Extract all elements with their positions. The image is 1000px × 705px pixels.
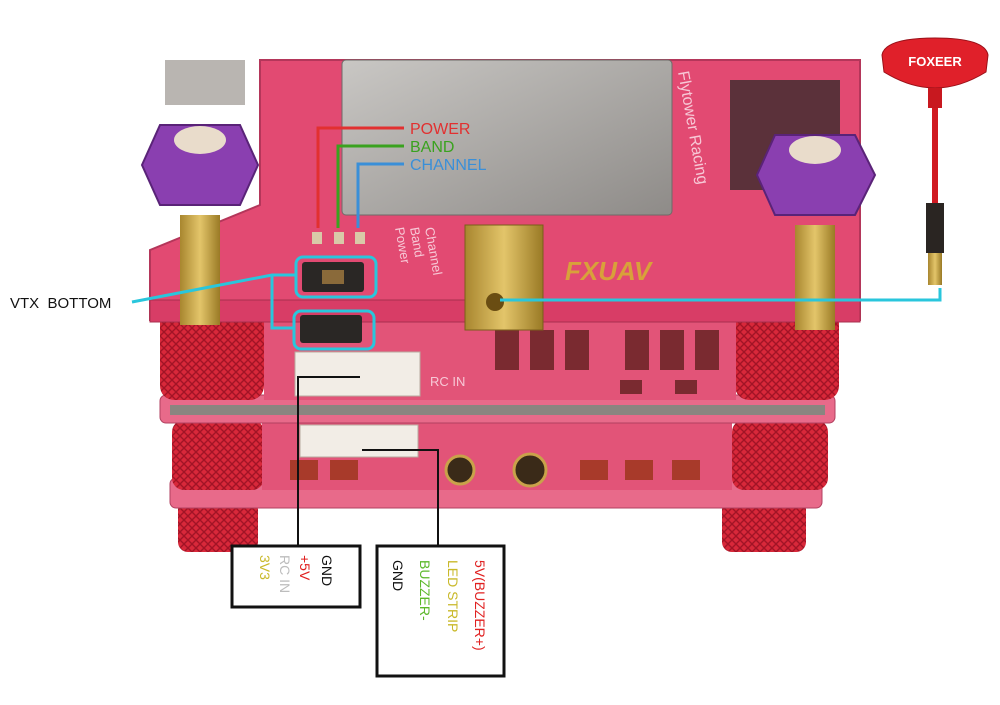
right-pin-box [375,544,506,678]
vtx-bottom-label: VTX BOTTOM [10,295,111,312]
nut-right [755,134,877,330]
left-pin-box [230,544,362,609]
board-logo-silk: FXUAV [565,256,654,286]
power-leader [316,126,404,228]
vtx-button-top-inner [322,270,344,284]
channel-label: CHANNEL [410,157,487,174]
vtx-bottom-leader-2 [270,275,294,330]
nut-left [140,124,260,325]
standoff-mid-left [172,420,264,490]
channel-leader [356,162,404,228]
led-power [312,232,322,244]
right-connector-leader [362,449,439,545]
mmcx-hole [486,293,504,311]
mmcx-connector [464,224,544,331]
capacitor-2 [512,452,548,488]
fc-connector [294,351,421,397]
standoff-mid-right [732,420,828,490]
standoff-foot-right [722,500,806,552]
right-pin-0: GND [390,560,406,591]
antenna-leader [500,288,942,302]
usb-port [165,60,245,105]
left-pin-3: GND [319,555,335,586]
right-pin-1: BUZZER- [417,560,433,621]
led-channel [355,232,365,244]
left-pin-0: 3V3 [257,555,273,580]
antenna [881,37,989,285]
left-pin-2: +5V [297,555,313,581]
fc-board-pcb-layer [170,405,825,415]
callout-box-top-button [294,255,378,299]
silk-band: Band [407,226,427,259]
vtx-button-bottom [300,315,362,343]
power-label: POWER [410,121,470,138]
antenna-brand: FOXEER [908,54,962,69]
left-connector-leader [297,376,360,545]
fc-components [495,330,719,394]
left-pin-1: RC IN [277,555,293,593]
led-band [334,232,344,244]
rf-shield [341,59,673,216]
band-leader [336,144,404,228]
standoff-foot-left [178,500,258,552]
rc-in-silk: RC IN [430,374,465,389]
esc-connector [299,424,419,458]
right-pin-3: 5V(BUZZER+) [472,560,488,651]
capacitor-1 [444,454,476,486]
callout-box-bottom-button [292,309,376,351]
band-label: BAND [410,139,454,156]
right-pin-2: LED STRIP [445,560,461,632]
silk-power: Power [392,226,413,266]
